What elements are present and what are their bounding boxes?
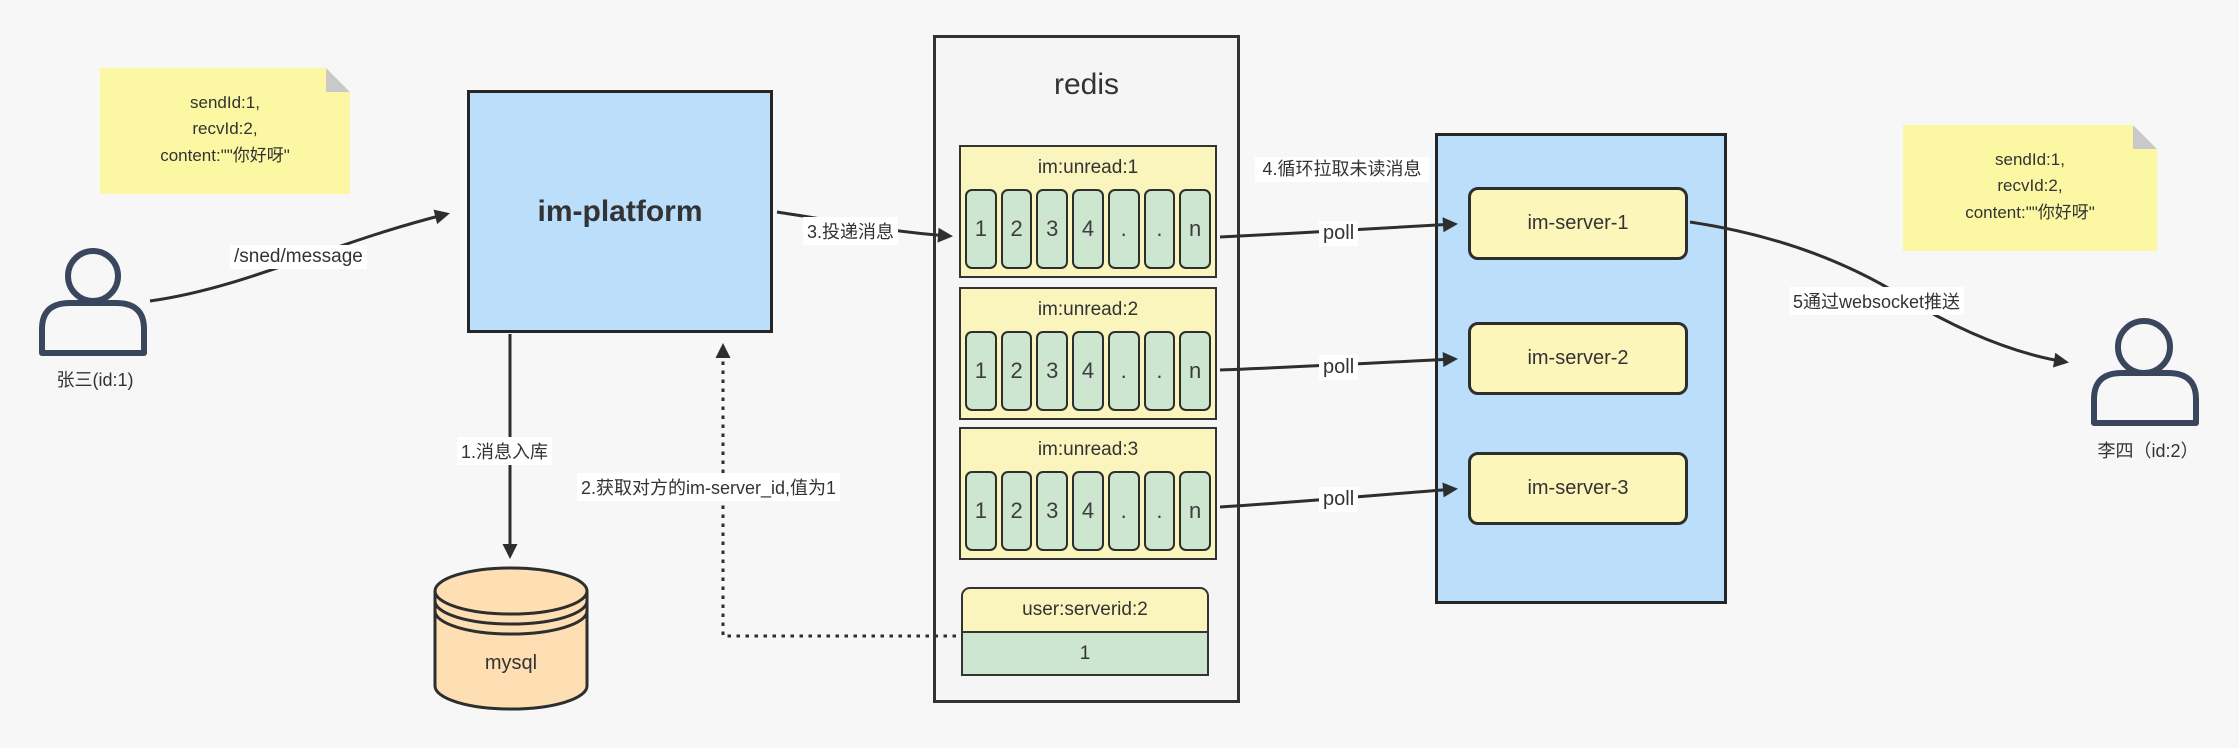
queue-cell: . (1143, 471, 1176, 551)
note-line: sendId:1, (1995, 150, 2065, 169)
sticky-note-right: sendId:1, recvId:2, content:""你好呀" (1903, 125, 2157, 251)
user-serverid-value: 1 (961, 633, 1209, 676)
queue-im-unread-2: im:unread:2 1 2 3 4 . . n (959, 287, 1217, 420)
queue-cell: . (1107, 471, 1140, 551)
queue-cell: 4 (1072, 471, 1104, 551)
im-platform-box: im-platform (467, 90, 773, 333)
queue-cell: n (1179, 189, 1212, 269)
queue-name: im:unread:1 (1037, 157, 1139, 178)
queue-cell: 2 (1000, 189, 1033, 269)
note-line: content:""你好呀" (1965, 202, 2095, 222)
sender-label: 张三(id:1) (56, 370, 134, 390)
queue-cell: 1 (965, 471, 997, 551)
queue-cell: n (1179, 331, 1212, 411)
mysql-cylinder (433, 566, 589, 711)
edge-label-poll-1: poll (1319, 221, 1359, 246)
note-fold-corner (2133, 125, 2157, 149)
queue-cell: . (1143, 331, 1176, 411)
redis-title: redis (1053, 68, 1120, 101)
redis-container: redis im:unread:1 1 2 3 4 . . n im:unrea… (933, 35, 1240, 703)
edge-label-send-message: /sned/message (230, 245, 367, 269)
im-server-3-box: im-server-3 (1468, 452, 1688, 525)
edge-label-step2: 2.获取对方的im-server_id,值为1 (577, 473, 841, 501)
queue-cell: 3 (1036, 189, 1069, 269)
im-server-cluster: im-server-1 im-server-2 im-server-3 (1435, 133, 1727, 604)
note-line: sendId:1, (190, 93, 260, 112)
queue-cell: 2 (1000, 331, 1033, 411)
edge-label-step4: 4.循环拉取未读消息 (1255, 157, 1429, 182)
queue-cell: 3 (1036, 331, 1069, 411)
user-icon-sender (39, 248, 147, 356)
queue-cell: 1 (965, 331, 997, 411)
edge-label-step5: 5通过websocket推送 (1789, 287, 1965, 315)
edge-label-poll-2: poll (1319, 355, 1359, 380)
receiver-label: 李四（id:2） (2097, 441, 2199, 461)
edge-label-step3: 3.投递消息 (803, 217, 899, 245)
queue-cells: 1 2 3 4 . . n (961, 331, 1215, 411)
note-fold-corner (326, 68, 350, 92)
queue-cell: 4 (1072, 189, 1104, 269)
queue-name: im:unread:3 (1037, 439, 1139, 460)
queue-cells: 1 2 3 4 . . n (961, 189, 1215, 269)
im-platform-label: im-platform (537, 194, 703, 228)
mysql-label: mysql (484, 652, 538, 674)
queue-name: im:unread:2 (1037, 299, 1139, 320)
queue-cell: . (1107, 189, 1140, 269)
queue-im-unread-1: im:unread:1 1 2 3 4 . . n (959, 145, 1217, 278)
queue-cell: . (1143, 189, 1176, 269)
queue-cell: 4 (1072, 331, 1104, 411)
queue-cell: n (1179, 471, 1212, 551)
im-server-1-box: im-server-1 (1468, 187, 1688, 260)
queue-cell: 2 (1000, 471, 1033, 551)
edge-label-step1: 1.消息入库 (457, 437, 553, 465)
user-icon-receiver (2091, 318, 2199, 426)
queue-cells: 1 2 3 4 . . n (961, 471, 1215, 551)
edge-label-poll-3: poll (1319, 487, 1359, 512)
queue-cell: 3 (1036, 471, 1069, 551)
user-serverid-box: user:serverid:2 1 (961, 587, 1209, 676)
queue-cell: 1 (965, 189, 997, 269)
queue-cell: . (1107, 331, 1140, 411)
note-line: recvId:2, (1997, 176, 2063, 196)
note-line: recvId:2, (192, 119, 258, 139)
queue-im-unread-3: im:unread:3 1 2 3 4 . . n (959, 427, 1217, 560)
im-server-2-box: im-server-2 (1468, 322, 1688, 395)
user-serverid-key: user:serverid:2 (961, 587, 1209, 633)
note-line: content:""你好呀" (160, 145, 290, 165)
sticky-note-left: sendId:1, recvId:2, content:""你好呀" (100, 68, 350, 194)
